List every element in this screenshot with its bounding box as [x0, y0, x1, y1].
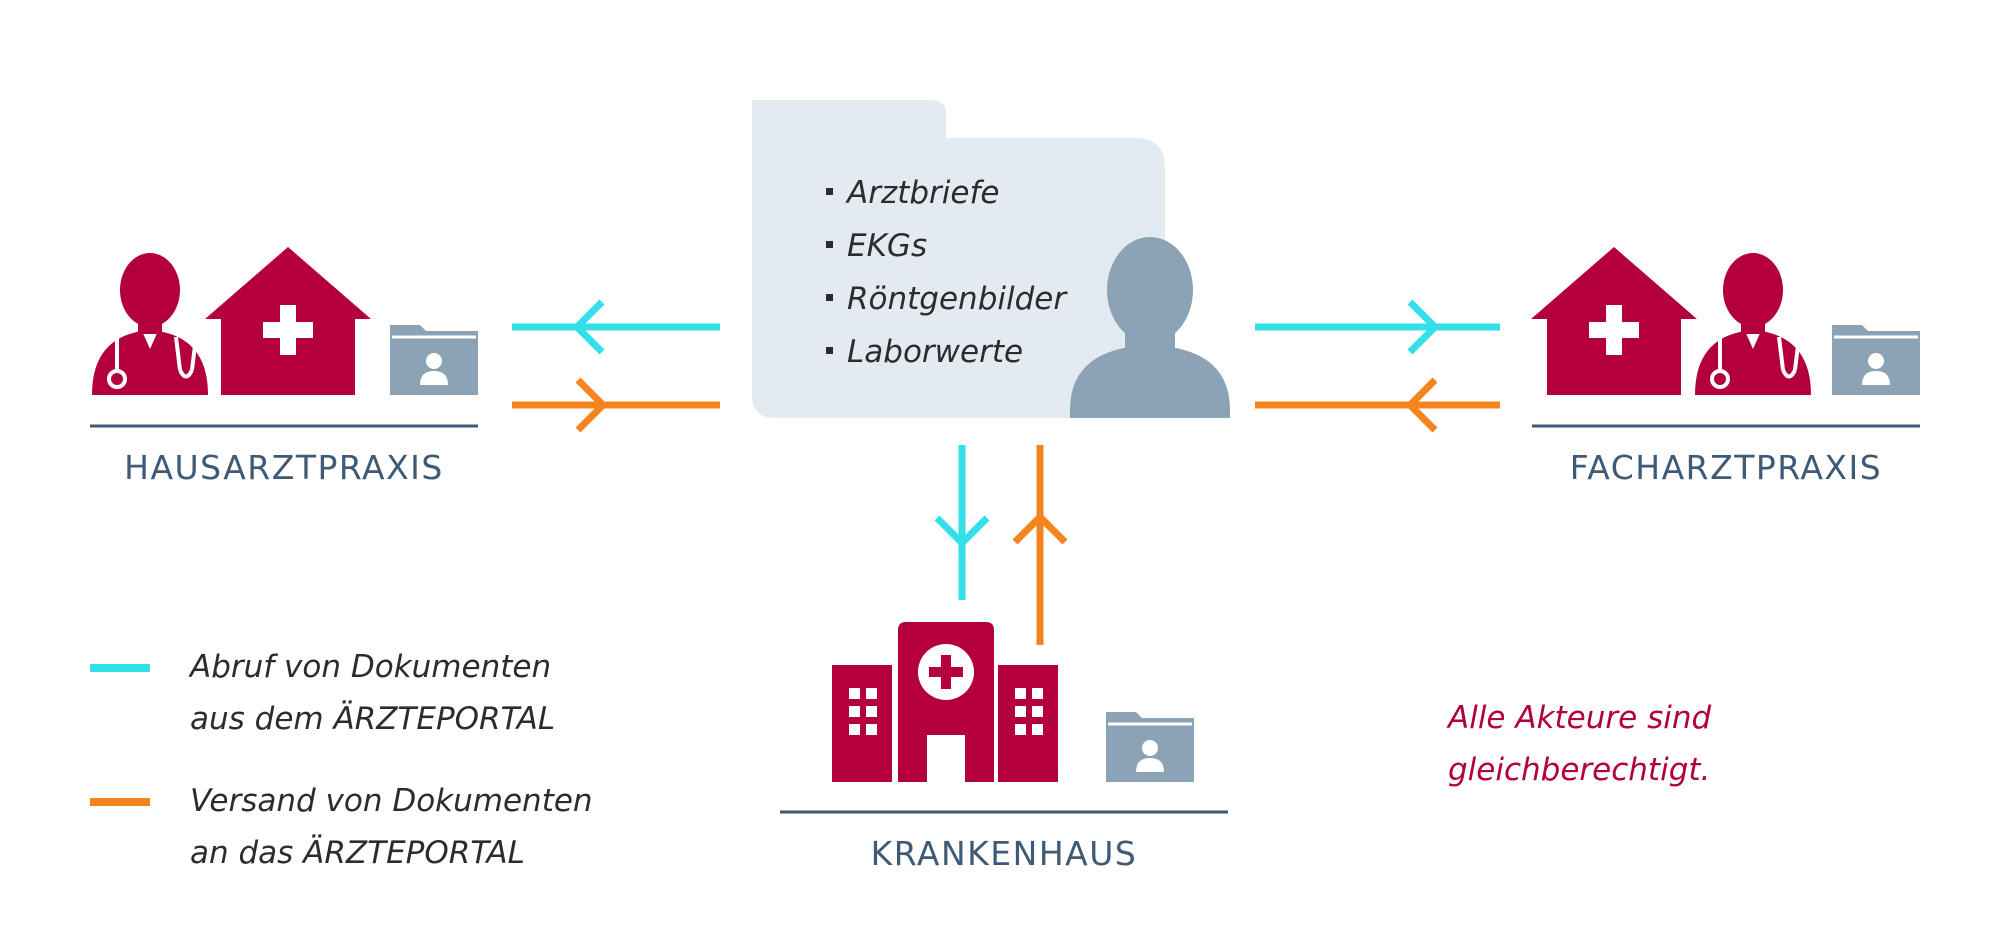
practice-house-icon: [205, 247, 371, 395]
doctor-icon: [90, 251, 210, 397]
legend-retrieve-swatch: [90, 664, 150, 672]
list-item: Laborwerte: [826, 326, 1066, 379]
arrow-retrieve-left: [512, 299, 720, 355]
patient-folder-icon: [388, 323, 480, 397]
legend-send-text: Versand von Dokumenten an das ÄRZTEPORTA…: [190, 783, 593, 871]
equality-note: Alle Akteure sind gleichberechtigt.: [1448, 700, 1712, 788]
doctor-icon: [1693, 251, 1813, 397]
arrow-retrieve-bottom: [934, 445, 990, 600]
list-item: EKGs: [826, 220, 1066, 273]
practice-house-icon: [1531, 247, 1697, 395]
document-list: Arztbriefe EKGs Röntgenbilder Laborwerte: [826, 167, 1066, 379]
arrow-send-bottom: [1012, 445, 1068, 645]
patient-folder-icon: [1830, 323, 1922, 397]
legend-send-swatch: [90, 798, 150, 806]
label-krankenhaus: KRANKENHAUS: [870, 834, 1138, 873]
patient-folder-icon: [1104, 710, 1196, 784]
label-facharztpraxis: FACHARZTPRAXIS: [1569, 448, 1883, 487]
hospital-icon: [832, 622, 1058, 782]
list-item: Röntgenbilder: [826, 273, 1066, 326]
legend-retrieve-text: Abruf von Dokumenten aus dem ÄRZTEPORTAL: [190, 649, 556, 737]
arrow-send-left: [512, 377, 720, 433]
arrow-retrieve-right: [1255, 299, 1500, 355]
list-item: Arztbriefe: [826, 167, 1066, 220]
arrow-send-right: [1255, 377, 1500, 433]
patient-person-icon: [1070, 237, 1230, 418]
label-hausarztpraxis: HAUSARZTPRAXIS: [124, 448, 444, 487]
